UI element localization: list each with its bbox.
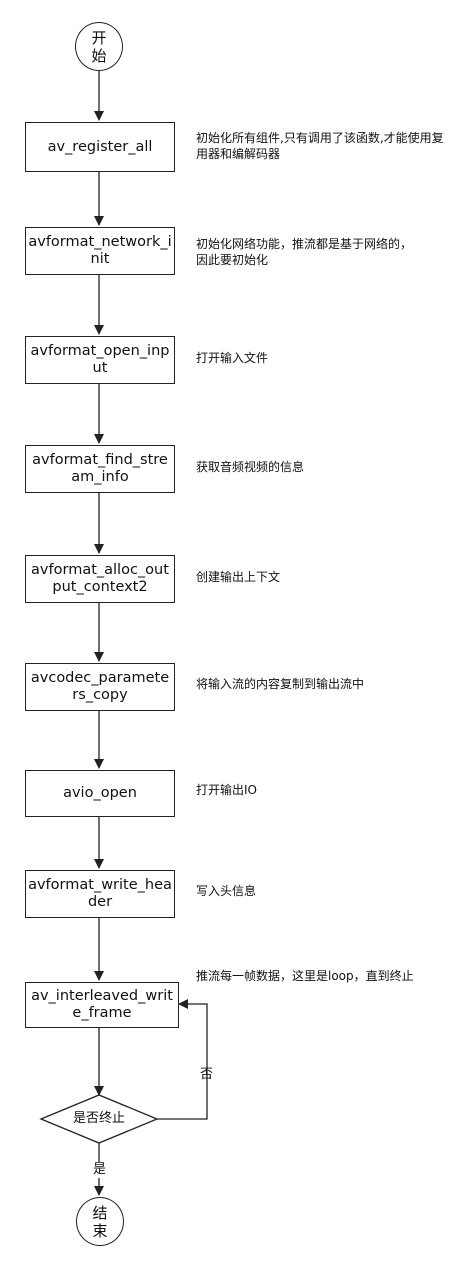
end-label: 结束 [92,1203,108,1240]
step-label: avio_open [63,785,137,801]
decision-diamond [39,1094,159,1144]
step-avcodec-parameters-copy: avcodec_parameters_copy [25,663,175,711]
start-node: 开始 [75,22,123,71]
decision-label: 是否终止 [72,1111,125,1126]
yes-label: 是 [93,1162,107,1178]
step-note: 获取音频视频的信息 [196,460,305,474]
step-note: 打开输出IO [196,783,257,797]
step-label: avcodec_parameters_copy [30,670,170,703]
step-label: avformat_find_stream_info [32,452,168,485]
no-label: 否 [200,1067,214,1082]
step-av-register-all: av_register_all [25,122,175,172]
step-label: av_register_all [47,138,153,155]
step-note: 将输入流的内容复制到输出流中 [196,677,365,691]
start-label: 开始 [91,28,107,65]
step-label: avformat_network_init [28,234,172,267]
step-note: 打开输入文件 [196,351,269,365]
step-label: avformat_write_header [28,877,172,910]
loop-back-arrow [157,999,208,1120]
step-avio-open: avio_open [25,770,175,817]
end-node: 结束 [76,1197,124,1246]
step-note: 推流每一帧数据，这里是loop，直到终止 [196,969,414,983]
step-avformat-network-init: avformat_network_init [25,227,175,275]
step-avformat-open-input: avformat_open_input [25,336,175,384]
step-label: avformat_open_input [30,343,170,376]
step-avformat-alloc-output-context2: avformat_alloc_output_context2 [25,555,175,603]
step-note: 初始化网络功能，推流都是基于网络的，因此要初始化 [196,237,413,267]
step-note: 初始化所有组件,只有调用了该函数,才能使用复用器和编解码器 [196,131,444,161]
step-label: av_interleaved_write_frame [31,988,173,1021]
step-avformat-write-header: avformat_write_header [25,870,175,918]
step-note: 写入头信息 [196,884,257,898]
step-label: avformat_alloc_output_context2 [31,562,169,595]
step-note: 创建输出上下文 [196,570,281,584]
step-av-interleaved-write-frame: av_interleaved_write_frame [25,982,179,1028]
step-avformat-find-stream-info: avformat_find_stream_info [25,445,175,493]
